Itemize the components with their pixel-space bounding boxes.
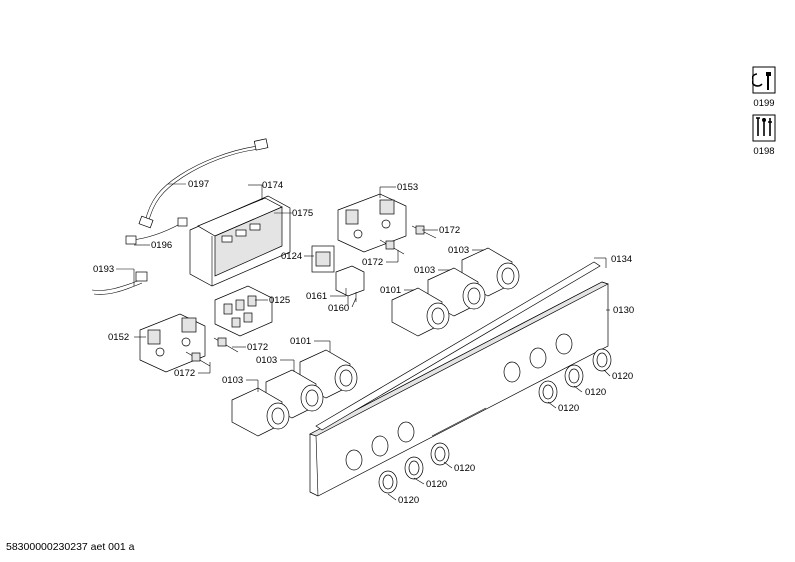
callout-0101-left[interactable]: 0101 xyxy=(290,336,311,347)
callout-0153[interactable]: 0153 xyxy=(397,182,418,193)
shaft-0172-left-a[interactable] xyxy=(213,337,239,353)
callout-0120-f[interactable]: 0120 xyxy=(612,371,633,382)
callout-0125[interactable]: 0125 xyxy=(269,295,290,306)
shaft-0172-upper-a[interactable] xyxy=(411,225,437,239)
callout-0120-a[interactable]: 0120 xyxy=(398,495,419,506)
callout-0160[interactable]: 0160 xyxy=(328,303,349,314)
control-module-0174[interactable] xyxy=(189,195,291,287)
callout-0120-c[interactable]: 0120 xyxy=(454,463,475,474)
callout-0152[interactable]: 0152 xyxy=(108,332,129,343)
trim-strip-0134[interactable] xyxy=(315,261,601,431)
relay-board-0125[interactable] xyxy=(214,285,273,337)
switch-assembly-0152[interactable] xyxy=(139,313,206,373)
callout-0124[interactable]: 0124 xyxy=(281,251,302,262)
leader-lines xyxy=(116,183,611,501)
callout-0174[interactable]: 0174 xyxy=(262,180,283,191)
tool-set-label: 0198 xyxy=(753,146,775,157)
callout-0161[interactable]: 0161 xyxy=(306,291,327,302)
knob-0101-right[interactable] xyxy=(391,287,450,337)
tool-set-icon[interactable] xyxy=(752,114,776,142)
knob-ring-0120-d[interactable] xyxy=(538,380,558,404)
bracket-0161[interactable] xyxy=(335,265,365,306)
cable-0196[interactable] xyxy=(125,217,188,245)
document-id: 58300000230237 aet 001 a xyxy=(6,541,135,553)
callout-0172-upper-b[interactable]: 0172 xyxy=(362,257,383,268)
knob-ring-0120-c[interactable] xyxy=(430,442,450,466)
callout-labels: 0197 0174 0175 0196 0193 0125 0152 0172 … xyxy=(93,179,634,506)
callout-0120-e[interactable]: 0120 xyxy=(585,387,606,398)
callout-0172-left-b[interactable]: 0172 xyxy=(174,368,195,379)
knob-0103-left-b[interactable] xyxy=(231,387,290,437)
callout-0130[interactable]: 0130 xyxy=(613,305,634,316)
shaft-0172-upper-b[interactable] xyxy=(379,239,405,255)
callout-0103-right-b[interactable]: 0103 xyxy=(414,265,435,276)
switch-0124[interactable] xyxy=(311,245,335,273)
callout-0120-d[interactable]: 0120 xyxy=(558,403,579,414)
cable-harness-0197[interactable] xyxy=(138,138,269,229)
knob-ring-0120-a[interactable] xyxy=(378,470,398,494)
callout-0134[interactable]: 0134 xyxy=(611,254,632,265)
knob-ring-0120-b[interactable] xyxy=(404,456,424,480)
service-tool-label: 0199 xyxy=(753,98,775,109)
callout-0103-right-a[interactable]: 0103 xyxy=(448,245,469,256)
callout-0103-left-a[interactable]: 0103 xyxy=(256,355,277,366)
shaft-0172-left-b[interactable] xyxy=(185,351,211,367)
switch-assembly-0153[interactable] xyxy=(337,193,407,253)
cable-0193[interactable] xyxy=(91,271,148,295)
control-panel-0130[interactable] xyxy=(309,281,609,497)
callout-0103-left-b[interactable]: 0103 xyxy=(222,375,243,386)
service-tool-icon[interactable] xyxy=(750,66,776,94)
callout-0120-b[interactable]: 0120 xyxy=(426,479,447,490)
callout-0101-right[interactable]: 0101 xyxy=(380,285,401,296)
callout-0193[interactable]: 0193 xyxy=(93,264,114,275)
knob-ring-0120-f[interactable] xyxy=(592,348,612,372)
callout-0197[interactable]: 0197 xyxy=(188,179,209,190)
callout-0172-upper-a[interactable]: 0172 xyxy=(439,225,460,236)
callout-0175[interactable]: 0175 xyxy=(292,208,313,219)
knob-ring-0120-e[interactable] xyxy=(564,364,584,388)
callout-0172-left-a[interactable]: 0172 xyxy=(247,342,268,353)
callout-0196[interactable]: 0196 xyxy=(151,240,172,251)
